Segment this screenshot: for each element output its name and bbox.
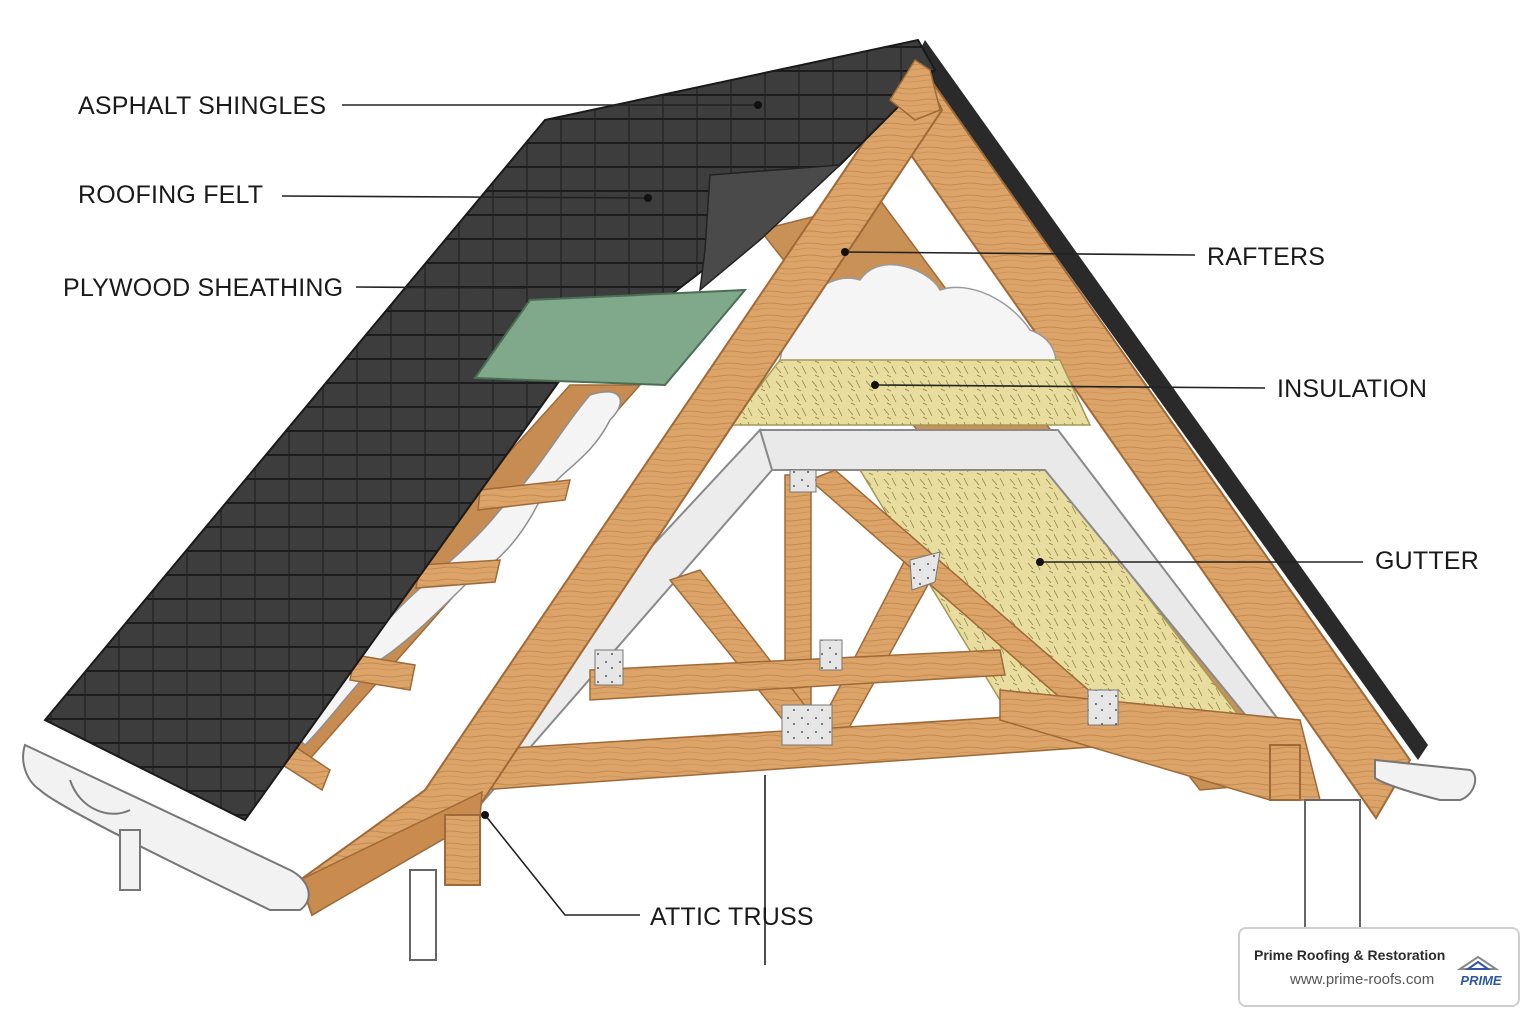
label-plywood-sheathing: PLYWOOD SHEATHING <box>63 274 344 302</box>
right-roof-edge <box>915 40 1428 760</box>
label-roofing-felt: ROOFING FELT <box>78 181 264 209</box>
roofing-felt-patch <box>699 164 843 292</box>
svg-text:PRIME: PRIME <box>1460 973 1502 988</box>
plywood-sheathing-patch <box>473 288 748 387</box>
label-attic-truss: ATTIC TRUSS <box>650 903 814 931</box>
truss-web <box>479 469 1321 801</box>
company-website[interactable]: www.prime-roofs.com <box>1290 971 1435 988</box>
label-rafters: RAFTERS <box>1207 243 1326 271</box>
company-name: Prime Roofing & Restoration <box>1254 947 1446 963</box>
leader-dots <box>481 101 1044 819</box>
prime-logo-icon: PRIME <box>1456 955 1502 988</box>
left-gutter <box>22 743 310 911</box>
credit-box: Prime Roofing & Restoration www.prime-ro… <box>1238 927 1520 1007</box>
right-gutter <box>1374 758 1477 801</box>
label-insulation: INSULATION <box>1277 375 1428 403</box>
ridge-rafter <box>889 58 941 121</box>
label-asphalt-shingles: ASPHALT SHINGLES <box>78 92 327 120</box>
gusset-plates <box>594 469 1119 746</box>
insulation-batt-top <box>728 359 1092 426</box>
label-gutter: GUTTER <box>1375 547 1479 575</box>
leader-lines <box>281 104 1363 965</box>
